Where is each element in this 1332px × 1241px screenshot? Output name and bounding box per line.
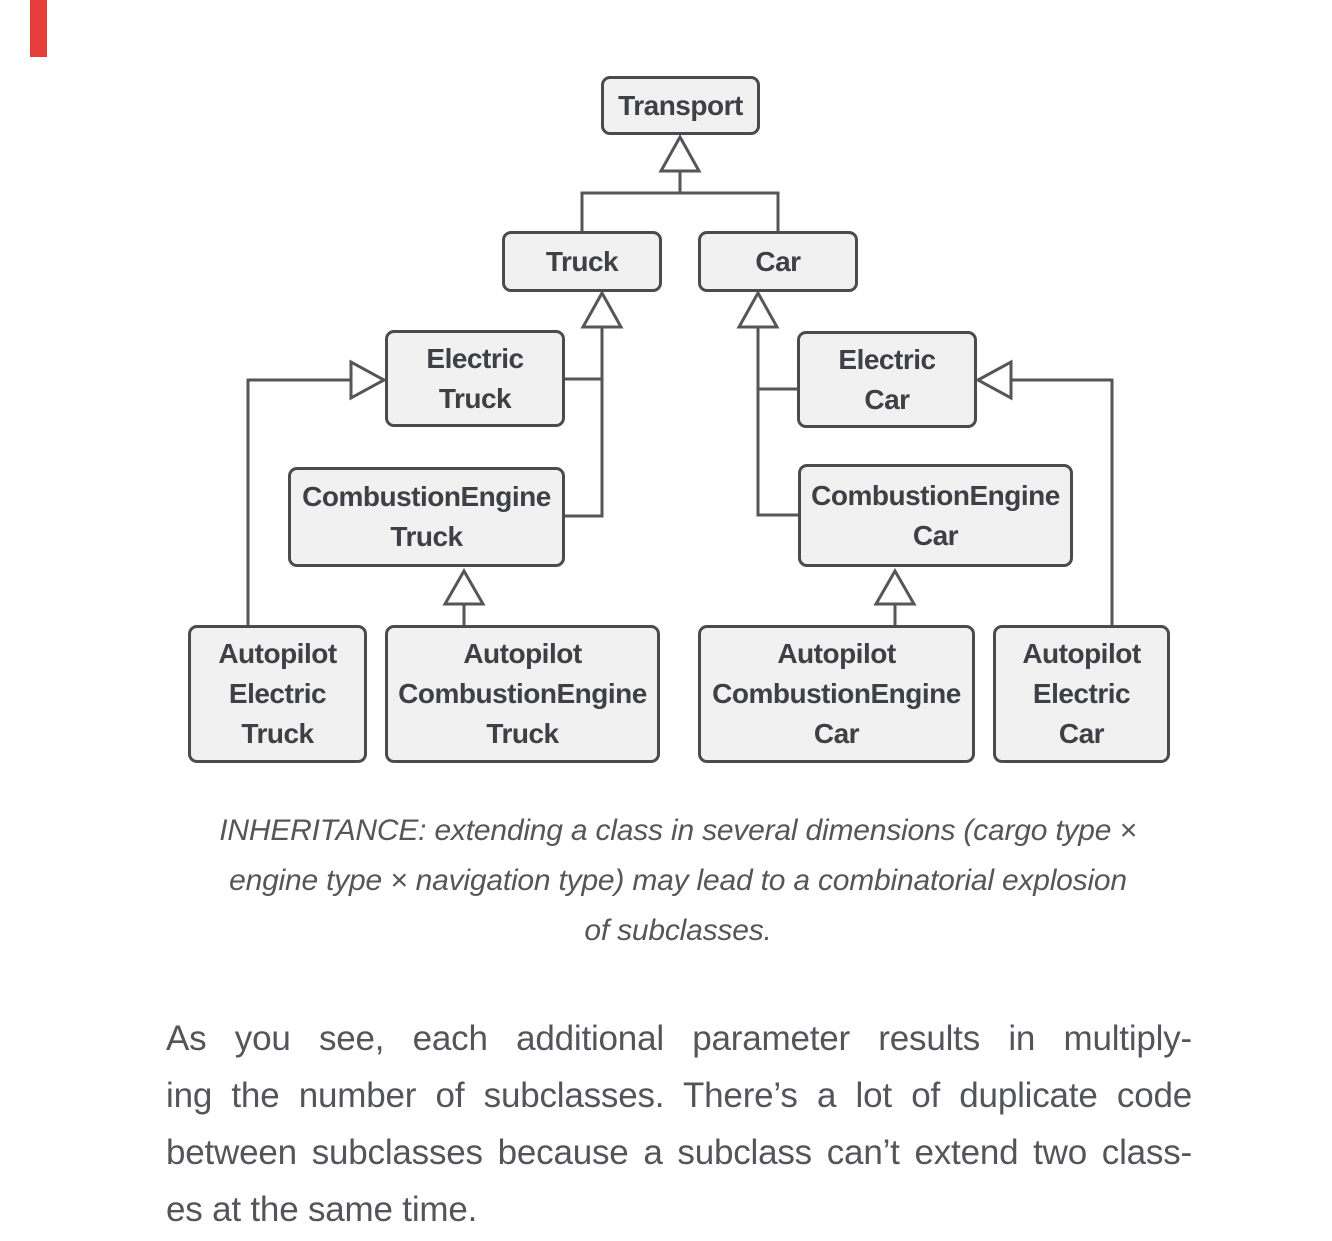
rail-transport-children bbox=[580, 171, 780, 231]
line-autopilot-electric-truck bbox=[246, 378, 351, 625]
generalization-arrow-combustion-engine-car bbox=[873, 567, 917, 606]
class-box-combustion-engine-truck: CombustionEngine Truck bbox=[288, 467, 565, 567]
generalization-arrow-electric-car bbox=[974, 359, 1013, 401]
paragraph-line: ing the number of subclasses. There’s a … bbox=[166, 1076, 1192, 1115]
red-accent-bar bbox=[30, 0, 47, 57]
class-box-autopilot-combustion-engine-car: Autopilot CombustionEngine Car bbox=[698, 625, 975, 763]
class-box-truck: Truck bbox=[502, 231, 662, 292]
class-box-autopilot-combustion-engine-truck: Autopilot CombustionEngine Truck bbox=[385, 625, 660, 763]
class-box-electric-truck: Electric Truck bbox=[385, 330, 565, 427]
generalization-arrow-combustion-engine-truck bbox=[442, 567, 486, 606]
generalization-arrow-transport bbox=[658, 133, 702, 173]
line-autopilot-electric-car bbox=[1011, 378, 1114, 625]
stem-truck-subclasses bbox=[565, 327, 604, 518]
paragraph-line: between subclasses because a subclass ca… bbox=[166, 1133, 1192, 1172]
class-box-car: Car bbox=[698, 231, 858, 292]
generalization-arrow-car bbox=[736, 289, 780, 329]
class-box-combustion-engine-car: CombustionEngine Car bbox=[798, 464, 1073, 567]
figure-caption: INHERITANCE: extending a class in severa… bbox=[166, 806, 1190, 956]
class-box-autopilot-electric-car: Autopilot Electric Car bbox=[993, 625, 1170, 763]
generalization-arrow-truck bbox=[580, 289, 624, 329]
paragraph-line: As you see, each additional parameter re… bbox=[166, 1019, 1192, 1058]
caption-line: of subclasses. bbox=[584, 914, 772, 947]
stem-car-subclasses bbox=[756, 327, 798, 517]
paragraph-line: es at the same time. bbox=[166, 1190, 478, 1229]
generalization-arrow-electric-truck bbox=[349, 359, 388, 401]
class-box-transport: Transport bbox=[601, 76, 760, 135]
caption-line: engine type × navigation type) may lead … bbox=[229, 864, 1127, 897]
body-paragraph: As you see, each additional parameter re… bbox=[166, 1010, 1192, 1238]
class-box-electric-car: Electric Car bbox=[797, 331, 977, 428]
class-box-autopilot-electric-truck: Autopilot Electric Truck bbox=[188, 625, 367, 763]
caption-line: INHERITANCE: extending a class in severa… bbox=[219, 814, 1137, 847]
